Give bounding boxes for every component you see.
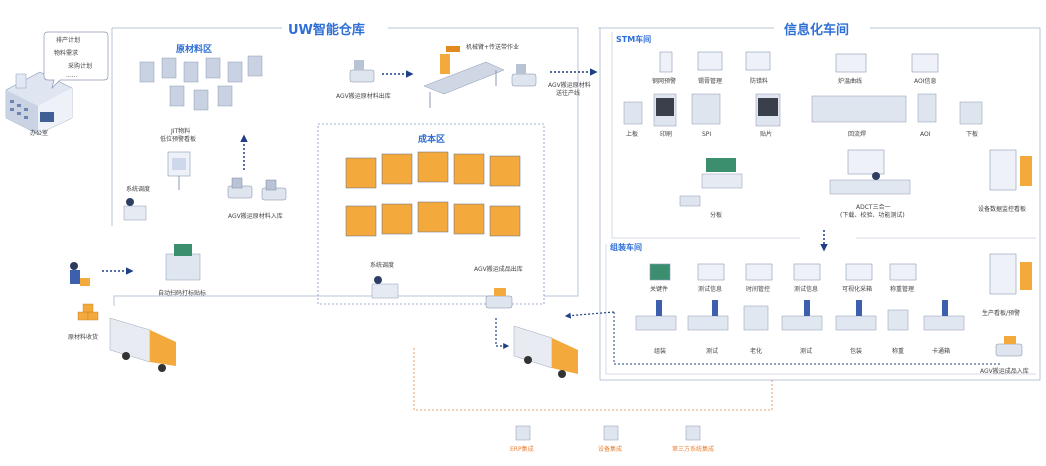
asm-top-label-3: 时间管控 [746,286,771,293]
agv-line-label-1: AGV搬运原材料 [548,82,591,89]
smt-top-label-4: 炉温曲线 [838,78,863,85]
factory-frame [598,27,1041,381]
smt-machine-label-2: 印刷 [660,131,673,138]
finished-dispatch-label: 系统调度 [370,262,395,269]
assembly-stations [635,305,965,331]
finished-shelves [345,151,521,237]
integration-erp-label: ERP集成 [510,446,534,453]
smt-top-icons [659,51,939,73]
asm-top-label-5: 可视化采箱 [842,286,873,293]
jit-label-1: JIT物料 [171,128,191,135]
scan-label: 自动扫码打标贴标 [158,290,207,297]
adct-label-2: (下载、校验、功能测试) [840,212,905,219]
agv-finished-out-icon [485,288,513,309]
agv-out-label: AGV搬运原材料出库 [336,93,391,100]
raw-material-racks [139,55,263,111]
integration-third-party-label: 第三方系统集成 [672,446,715,453]
production-board-icon [989,253,1032,295]
smt-top-label-3: 防错料 [750,78,769,85]
smt-machine-label-1: 上板 [626,131,639,138]
raw-dispatch-desk-icon [123,198,147,221]
agv-line-label-2: 送往产线 [556,90,581,97]
jit-label-2: 低位预警看板 [160,136,197,143]
asm-top-label-2: 测试信息 [698,286,723,293]
split-label: 分板 [710,212,723,219]
flow-arrow-to-truck [495,318,510,349]
smt-machine-label-7: 下板 [966,131,979,138]
smt-top-label-2: 锡膏管理 [698,78,723,85]
smt-machines [623,93,983,127]
assembly-title: 组装车间 [610,243,642,252]
bubble-line-2: 物料需求 [54,50,79,57]
split-station-icon [679,158,743,207]
factory-title: 信息化车间 [784,23,850,38]
smt-machine-label-4: 贴片 [760,131,773,138]
office-label: 办公室 [30,130,49,137]
printer-icon [656,98,674,116]
jit-board-icon [167,151,191,190]
truck-right-icon [513,325,578,378]
smt-top-label-5: AOI信息 [914,78,937,85]
finished-agv-out-label: AGV搬运成品出库 [474,266,523,273]
office-bubble [43,31,109,90]
agv-finished-in-icon [995,336,1023,357]
station-label-2: 测试 [706,348,719,355]
smt-frame [611,32,1036,239]
agv-line-icon [511,64,537,87]
assembly-top-icons [649,263,917,281]
smt-machine-label-6: AOI [920,131,931,138]
raw-agv-in-label: AGV搬运原材料入库 [228,213,283,220]
office-building-icon [5,71,73,135]
equipment-board-label: 设备数据监控看板 [978,206,1027,213]
smt-top-label-1: 钢网预警 [652,78,677,85]
bubble-line-3: 采购计划 [68,63,93,70]
asm-top-label-4: 测试信息 [794,286,819,293]
station-label-3: 老化 [750,348,763,355]
raw-dispatch-label: 系统调度 [126,186,151,193]
flow-line-assembly-return [613,312,1000,365]
assembly-frame [605,244,1036,375]
scan-robot-icon [165,244,201,281]
raw-area-title: 原材料区 [176,45,213,55]
smt-machine-label-3: SPI [702,131,712,138]
finished-area-frame [317,123,545,305]
integration-server-icons [515,425,701,441]
adct-station-icon [829,149,911,195]
finished-dispatch-desk-icon [371,276,399,299]
station-label-4: 测试 [800,348,813,355]
station-label-6: 称重 [892,348,905,355]
agv-out-icon [349,60,375,83]
station-label-1: 组装 [654,348,667,355]
bubble-line-4: ...... [66,72,78,79]
flow-arrow-agv-back [564,311,615,319]
assembly-workers [656,300,948,316]
station-label-7: 卡通箱 [932,348,951,355]
production-board-label: 生产看板/预警 [982,310,1021,317]
bubble-line-1: 排产计划 [56,37,81,44]
integration-line [413,348,773,411]
warehouse-title: UW智能仓库 [288,23,365,38]
finished-area-title: 成本区 [418,135,446,145]
truck-left-icon [109,317,176,372]
raw-agv-icons [227,177,287,201]
station-label-5: 包装 [850,348,863,355]
warehouse-frame [111,27,579,306]
asm-top-label-1: 关键件 [650,286,669,293]
arm-label: 机械臂+传送带作业 [466,44,520,51]
smt-title: STM车间 [616,35,652,44]
equipment-board-icon [989,149,1032,191]
worker-receiving-icon [70,262,90,286]
integration-device-label: 设备集成 [598,446,623,453]
asm-top-label-6: 称重管理 [890,286,915,293]
receiving-boxes-icon [77,303,99,321]
placer-icon [758,98,778,116]
adct-label-1: ADCT三合一 [856,204,891,211]
robot-arm-conveyor-icon [423,46,505,108]
smt-machine-label-5: 回流焊 [848,131,867,138]
agv-finished-in-label: AGV搬运成品入库 [980,368,1029,375]
receiving-label: 原材料收货 [68,334,99,341]
